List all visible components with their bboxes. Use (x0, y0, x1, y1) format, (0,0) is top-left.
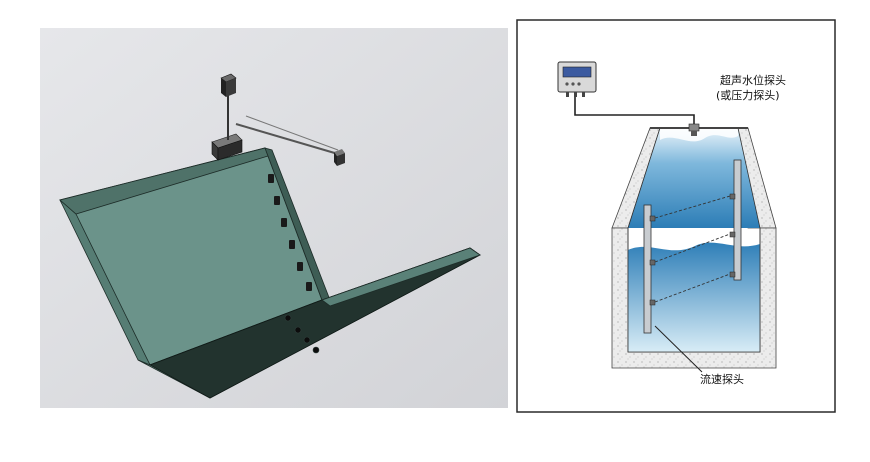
flume-render (40, 28, 508, 408)
acoustic-paths (654, 195, 731, 303)
water-surface (660, 128, 738, 142)
channel-inner-outline (627, 127, 761, 353)
right-flange (321, 247, 481, 307)
controller-device (557, 61, 597, 97)
water-front (628, 242, 760, 352)
channel-schematic: 超声水位探头 (或压力探头) 流速探头 (516, 19, 836, 413)
arm-probe (334, 149, 345, 166)
top-sensor (220, 73, 237, 97)
level-probe-label: 超声水位探头 (720, 73, 786, 87)
right-pole (733, 159, 742, 281)
sensor-arm (235, 123, 339, 155)
velocity-probes (649, 193, 736, 306)
level-probe (688, 123, 700, 136)
velocity-leader (654, 325, 703, 373)
velocity-probe-label: 流速探头 (700, 372, 744, 386)
level-probe-label-alt: (或压力探头) (716, 89, 780, 102)
edge-bolts (268, 174, 312, 291)
bottom-bolts (284, 314, 320, 354)
left-pole (643, 204, 652, 334)
water-back (628, 128, 760, 228)
signal-cable (574, 97, 695, 128)
sensor-arm-support (245, 115, 339, 151)
